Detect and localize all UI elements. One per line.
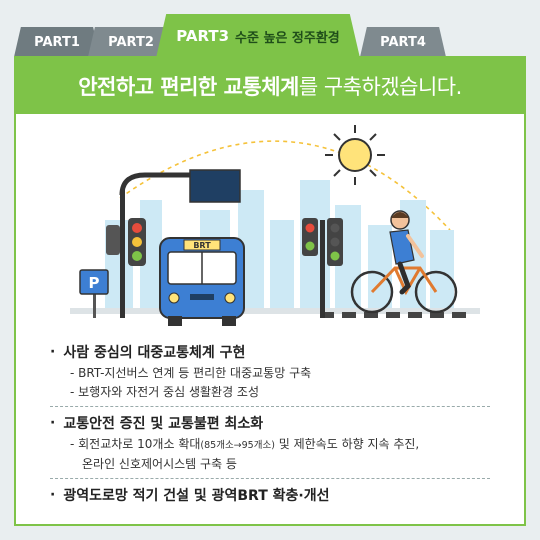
sun-icon	[325, 125, 385, 185]
policy-list: ·사람 중심의 대중교통체계 구현 - BRT-지선버스 연계 등 편리한 대중…	[50, 340, 490, 507]
transport-illustration: P BRT	[70, 125, 480, 326]
list-item: ·광역도로망 적기 건설 및 광역BRT 확충·개선	[50, 487, 330, 504]
item-title: 광역도로망 적기 건설 및 광역BRT 확충·개선	[63, 488, 330, 504]
divider	[50, 406, 490, 407]
divider	[50, 478, 490, 479]
traffic-light-right-icon	[302, 218, 343, 318]
crosswalk	[320, 312, 466, 318]
traffic-light-left-icon	[106, 169, 241, 318]
tab-part3[interactable]: PART3 수준 높은 정주환경	[156, 14, 360, 58]
item-detail: - 회전교차로 10개소 확대(85개소→95개소) 및 제한속도 하향 지속 …	[50, 435, 490, 455]
bus-icon: BRT	[159, 237, 245, 326]
parking-sign-icon: P	[79, 269, 109, 318]
part-tabs: PART1 PART2 PART4 PART3 수준 높은 정주환경	[0, 0, 540, 60]
list-item: ·사람 중심의 대중교통체계 구현 - BRT-지선버스 연계 등 편리한 대중…	[50, 340, 490, 402]
detail-text: 및 제한속도 하향 지속 추진,	[274, 437, 420, 451]
tab-part2[interactable]: PART2	[88, 27, 174, 57]
tab-label: PART2	[108, 34, 154, 50]
item-detail: - BRT-지선버스 연계 등 편리한 대중교통망 구축	[70, 366, 312, 380]
detail-small: (85개소→95개소)	[200, 440, 275, 451]
headline-light: 를 구축하겠습니다.	[298, 75, 462, 99]
tab-label: PART1	[34, 34, 80, 50]
tab-label: PART4	[380, 34, 426, 50]
bus-sign: BRT	[193, 241, 211, 250]
tab-part4[interactable]: PART4	[360, 27, 446, 57]
tab-part1[interactable]: PART1	[14, 27, 100, 57]
parking-letter: P	[89, 274, 100, 292]
tab-accent-label: 수준 높은 정주환경	[235, 30, 340, 46]
list-item: ·교통안전 증진 및 교통불편 최소화 - 회전교차로 10개소 확대(85개소…	[50, 411, 490, 474]
item-detail: 온라인 신호제어시스템 구축 등	[82, 457, 237, 471]
headline-bold: 안전하고 편리한 교통체계	[78, 75, 299, 99]
sun-arc	[119, 140, 451, 231]
cyclist-icon	[350, 210, 458, 314]
item-title: 사람 중심의 대중교통체계 구현	[63, 345, 246, 361]
detail-text: - 회전교차로 10개소 확대	[70, 437, 201, 451]
item-detail: - 보행자와 자전거 중심 생활환경 조성	[70, 385, 260, 399]
item-title: 교통안전 증진 및 교통불편 최소화	[63, 416, 264, 432]
tab-label: PART3	[176, 27, 230, 45]
